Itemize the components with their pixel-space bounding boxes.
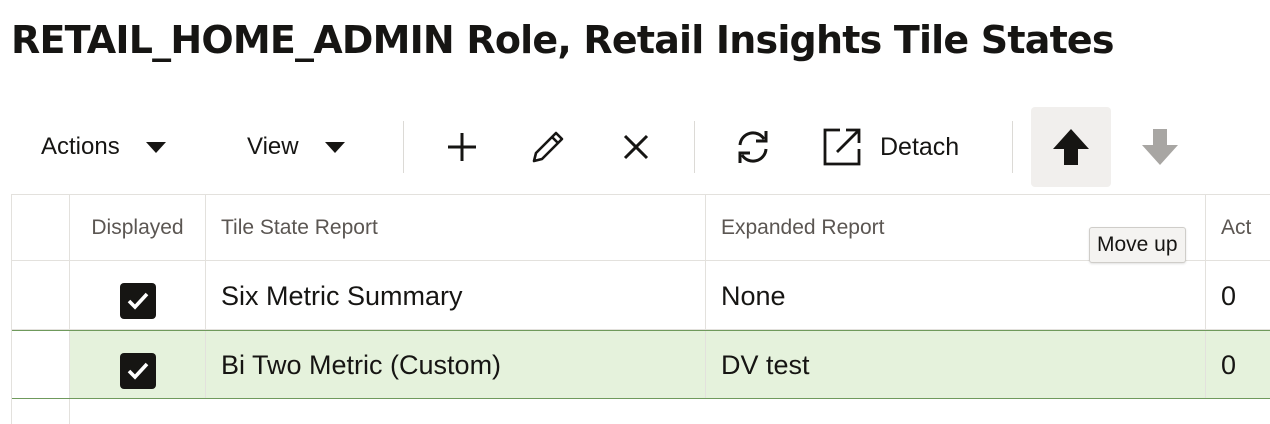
page-title: RETAIL_HOME_ADMIN Role, Retail Insights … [11, 18, 1115, 62]
displayed-cell [70, 331, 206, 398]
tile-states-table: Displayed Tile State Report Expanded Rep… [11, 194, 1270, 424]
displayed-cell [70, 261, 206, 329]
toolbar-separator [694, 121, 695, 173]
checkmark-icon [127, 362, 148, 380]
row-selector-cell[interactable] [12, 331, 70, 398]
tile-state-report-cell: Six Metric Summary [206, 261, 706, 329]
move-up-button[interactable] [1031, 107, 1111, 187]
move-down-button[interactable] [1138, 107, 1182, 187]
checkmark-icon [127, 292, 148, 310]
arrow-up-icon [1053, 129, 1089, 165]
actions-menu-label: Actions [41, 133, 120, 160]
detach-button[interactable]: Detach [822, 107, 959, 187]
act-cell: 0 [1206, 331, 1270, 398]
toolbar-separator [1012, 121, 1013, 173]
refresh-icon [738, 131, 768, 163]
view-menu-label: View [247, 133, 299, 160]
view-menu-button[interactable]: View [247, 107, 345, 187]
refresh-button[interactable] [730, 107, 776, 187]
caret-down-icon [324, 141, 345, 153]
move-up-tooltip: Move up [1089, 227, 1186, 263]
table-row[interactable]: Six Metric Summary None 0 [12, 261, 1270, 330]
table-toolbar: Actions View Detach [0, 105, 1270, 189]
pencil-icon [532, 131, 564, 163]
detach-label: Detach [880, 132, 960, 161]
delete-button[interactable] [614, 107, 658, 187]
column-header-act[interactable]: Act [1221, 215, 1252, 239]
actions-menu-button[interactable]: Actions [41, 107, 166, 187]
table-empty-row [12, 399, 1270, 424]
expanded-report-cell: None [706, 261, 1206, 329]
edit-button[interactable] [526, 107, 570, 187]
column-header-displayed[interactable]: Displayed [70, 195, 206, 260]
empty-cell [12, 399, 70, 424]
toolbar-separator [403, 121, 404, 173]
add-button[interactable] [440, 107, 484, 187]
displayed-checkbox[interactable] [119, 352, 156, 389]
table-header-row: Displayed Tile State Report Expanded Rep… [12, 195, 1270, 261]
tile-state-report-cell: Bi Two Metric (Custom) [206, 331, 706, 398]
caret-down-icon [145, 141, 166, 153]
detach-icon [823, 128, 861, 166]
displayed-checkbox[interactable] [119, 283, 156, 319]
expanded-report-cell: DV test [706, 331, 1206, 398]
row-selector-cell[interactable] [12, 261, 70, 329]
close-icon [623, 134, 649, 160]
column-header-selector [12, 195, 70, 260]
table-row-selected[interactable]: Bi Two Metric (Custom) DV test 0 [12, 330, 1270, 399]
column-header-expanded-report[interactable]: Expanded Report [706, 195, 1206, 260]
arrow-down-icon [1142, 129, 1178, 165]
column-header-tile-state-report[interactable]: Tile State Report [206, 195, 706, 260]
plus-icon [448, 133, 476, 161]
act-cell: 0 [1221, 280, 1237, 311]
